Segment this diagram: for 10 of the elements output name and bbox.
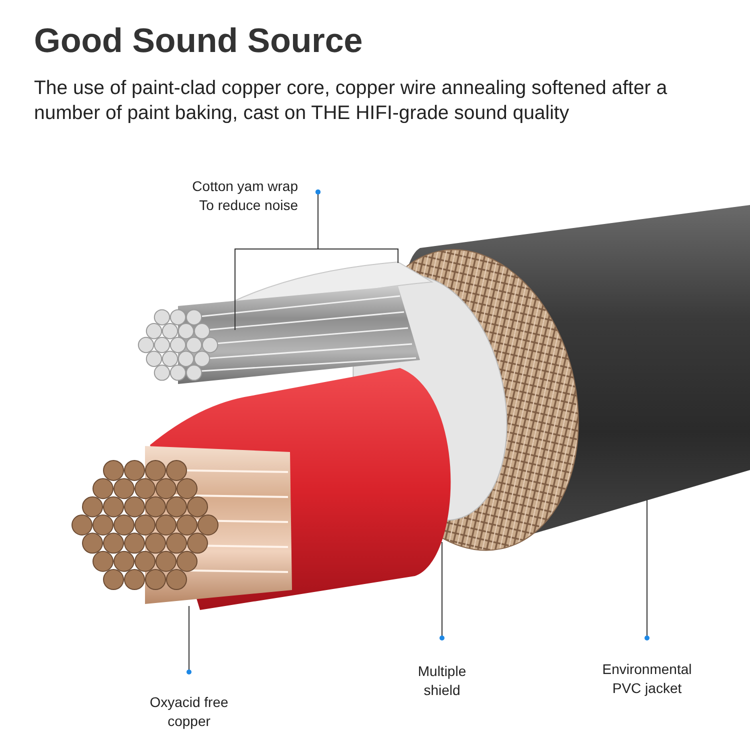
title: Good Sound Source: [34, 22, 363, 61]
leader-line: [644, 500, 650, 640]
leader-line: [186, 606, 192, 674]
callout-label: Cotton yam wrap To reduce noise: [158, 177, 318, 215]
leader-line: [316, 190, 398, 264]
leader-line: [440, 542, 444, 640]
callout-label: Oxyacid free copper: [134, 672, 244, 731]
description-text: The use of paint-clad copper core, copper wire annealing softened after a number of paint baking, cast on THE HIFI-grade sound quality: [34, 76, 668, 126]
callout-label: Environmental PVC jacket: [592, 638, 702, 698]
callout-label: Multiple shield: [404, 638, 480, 700]
